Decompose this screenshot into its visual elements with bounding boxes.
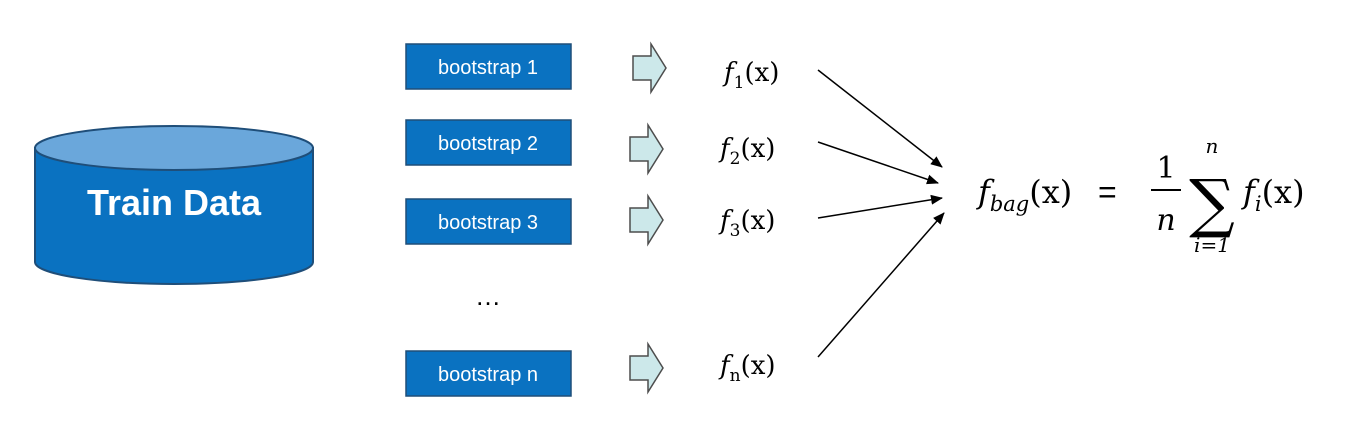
bootstrap-label: bootstrap n (438, 364, 538, 386)
sum-upper-limit: n (1206, 134, 1219, 158)
model-function: f2(x) (718, 134, 775, 169)
model-function: f3(x) (718, 206, 775, 241)
bootstrap-row-3: bootstrap 3 f3(x) (405, 193, 775, 247)
right-arrow-icon (629, 341, 664, 395)
bootstrap-row-2: bootstrap 2 f2(x) (405, 119, 775, 176)
model-function: fn(x) (718, 351, 776, 386)
bootstrap-box (405, 119, 572, 166)
arrow-line-3 (817, 194, 943, 219)
arrow-line-n (817, 212, 945, 358)
bootstrap-box (405, 350, 572, 397)
bootstrap-row-1: bootstrap 1 f1(x) (405, 41, 779, 95)
sum-lower-limit: i=1 (1194, 233, 1230, 257)
arrow-line-1 (817, 69, 943, 168)
bootstrap-label: bootstrap 1 (438, 57, 538, 79)
bootstrap-box (405, 198, 572, 245)
train-data-cylinder: Train Data (34, 125, 314, 285)
formula-rhs: fi(x) (1241, 173, 1305, 216)
right-arrow-icon (629, 122, 664, 176)
formula-lhs: fbag(x) (976, 173, 1072, 216)
arrow-line-2 (817, 141, 939, 185)
right-arrow-icon (632, 41, 667, 95)
bootstrap-row-n: bootstrap n fn(x) (405, 341, 776, 397)
formula-equals: = (1098, 174, 1117, 210)
sum-symbol: ∑ (1189, 167, 1235, 241)
right-arrow-icon (629, 193, 664, 247)
fraction-denominator: n (1156, 203, 1175, 238)
bootstrap-box (405, 43, 572, 90)
model-function: f1(x) (722, 58, 779, 93)
aggregation-arrows (817, 69, 945, 358)
train-data-label: Train Data (87, 182, 262, 223)
cylinder-top (34, 125, 314, 171)
bootstrap-label: bootstrap 3 (438, 212, 538, 234)
bootstrap-label: bootstrap 2 (438, 133, 538, 155)
fraction-numerator: 1 (1156, 151, 1175, 186)
ellipsis: … (475, 281, 501, 311)
cylinder-body (34, 147, 314, 285)
bagging-formula: fbag(x) = 1 n ∑ n i=1 fi(x) (976, 134, 1305, 257)
